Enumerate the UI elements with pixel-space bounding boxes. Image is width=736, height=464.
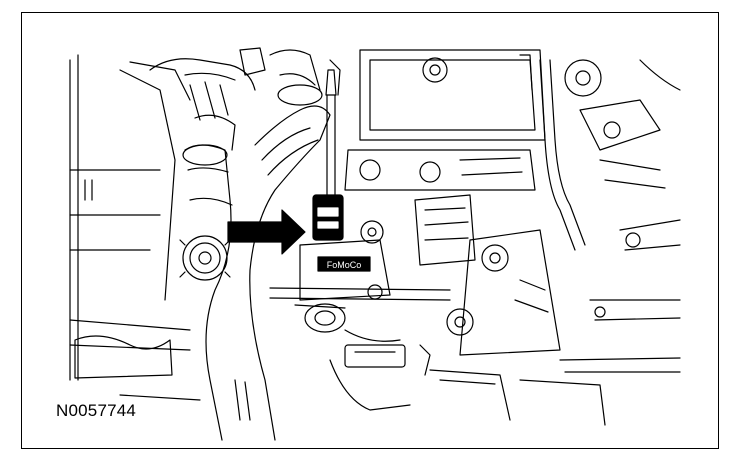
lower-engine-area (119, 369, 606, 426)
fomoco-label: FoMoCo (327, 260, 362, 270)
lower-valve (294, 303, 431, 411)
sensor-connector (312, 69, 344, 241)
left-frame-rail (69, 54, 191, 381)
upper-hose-fittings (149, 47, 341, 121)
right-pipes (519, 54, 681, 373)
reservoir-cap (179, 235, 231, 281)
right-bracket (414, 194, 561, 356)
arrow-right-icon (227, 209, 306, 255)
figure-id-label: N0057744 (56, 401, 137, 420)
engine-cover-box (344, 49, 546, 191)
bracket-assembly: FoMoCo (269, 220, 451, 301)
